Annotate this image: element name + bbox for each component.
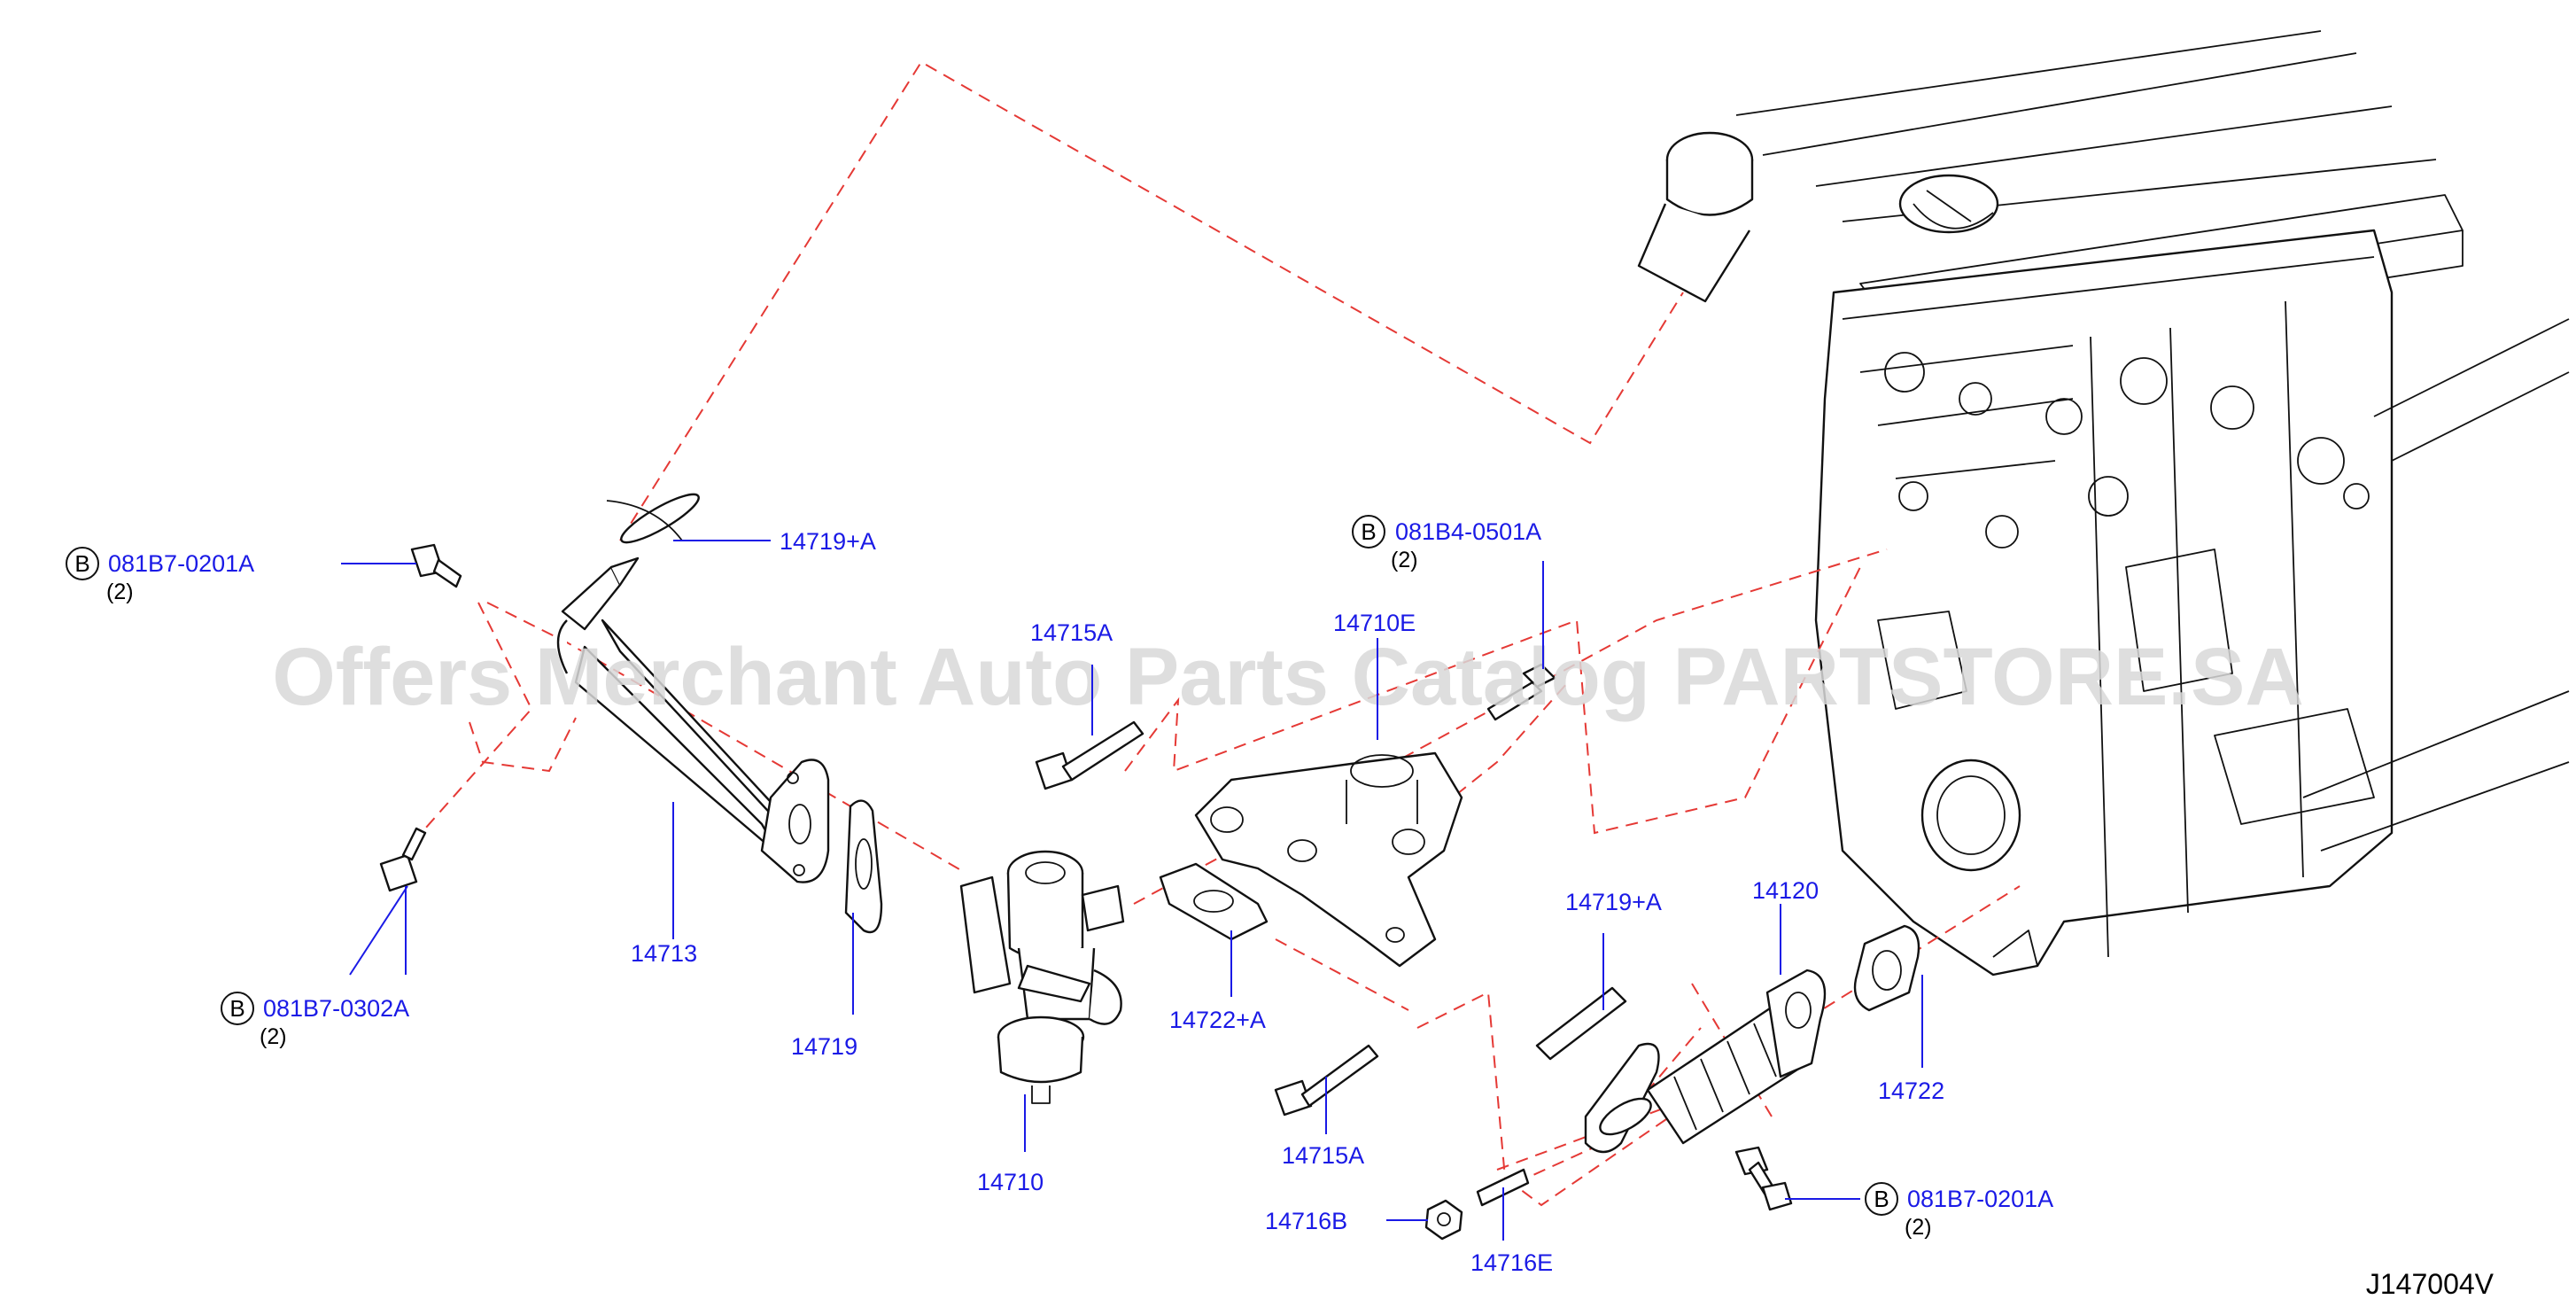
bolt-ref-code: 081B4-0501A <box>1395 518 1541 545</box>
badge-b-icon <box>221 992 254 1025</box>
bolt-left-bottom-drawing <box>379 827 427 892</box>
part-label-14710e[interactable]: 14710E <box>1333 610 1416 636</box>
badge-letter: B <box>1361 518 1376 545</box>
part-label-14719[interactable]: 14719 <box>791 1033 857 1060</box>
part-label-14722a[interactable]: 14722+A <box>1169 1007 1266 1033</box>
egr-valve-14710-drawing <box>959 850 1125 1104</box>
bracket-14710e-drawing <box>1194 751 1463 968</box>
badge-letter: B <box>1874 1186 1889 1212</box>
bolt-left-top-drawing <box>410 543 462 588</box>
bolt-ref-qty: (2) <box>1391 548 1418 572</box>
egr-cooler-14120-drawing <box>1584 969 1827 1154</box>
gasket-14719a-top-drawing <box>606 500 683 541</box>
bolt-ref-qty: (2) <box>260 1024 287 1049</box>
bolt-ref-code: 081B7-0201A <box>1907 1186 2053 1212</box>
leader-lines <box>341 540 1923 1241</box>
bolt-ref-1[interactable]: B 081B7-0201A (2) <box>66 547 254 604</box>
part-label-14716b[interactable]: 14716B <box>1265 1208 1347 1234</box>
part-label-14710[interactable]: 14710 <box>977 1169 1044 1195</box>
badge-letter: B <box>74 550 89 577</box>
bolt-right-bottom-drawing <box>1734 1146 1793 1211</box>
bolt-ref-4[interactable]: B 081B7-0201A (2) <box>1865 1182 2053 1240</box>
engine-block-drawing <box>1637 30 2570 977</box>
gasket-14722-drawing <box>1853 924 1920 1012</box>
gasket-14719a-right-drawing <box>1535 986 1627 1061</box>
bolt-ref-2[interactable]: B 081B7-0302A (2) <box>221 992 409 1049</box>
part-label-14715a-top[interactable]: 14715A <box>1030 619 1113 646</box>
diagram-code: J147004V <box>2366 1268 2495 1300</box>
bolt-ref-3[interactable]: B 081B4-0501A (2) <box>1352 515 1541 572</box>
part-label-14716e[interactable]: 14716E <box>1470 1249 1553 1276</box>
bolt-ref-code: 081B7-0302A <box>263 995 409 1022</box>
gasket-14722a-drawing <box>1159 862 1269 941</box>
bolt-14715a-top-drawing <box>1035 720 1144 790</box>
badge-b-icon <box>1352 515 1385 549</box>
badge-letter: B <box>229 995 244 1022</box>
part-label-14719a-top[interactable]: 14719+A <box>780 528 876 555</box>
gasket-14719-drawing <box>844 799 883 934</box>
bolt-ref-code: 081B7-0201A <box>108 550 254 577</box>
bolt-ref-qty: (2) <box>1905 1215 1932 1240</box>
watermark-text: Offers Merchant Auto Parts Catalog PARTS… <box>272 632 2304 722</box>
bolt-14715a-bottom-drawing <box>1274 1044 1379 1117</box>
part-label-14120[interactable]: 14120 <box>1752 877 1819 904</box>
nut-14716b-drawing <box>1424 1199 1463 1241</box>
bolt-top-right-drawing <box>1486 663 1556 721</box>
part-label-14719a-right[interactable]: 14719+A <box>1565 889 1662 915</box>
egr-tube-14713-drawing <box>556 493 830 883</box>
bolt-ref-qty: (2) <box>106 580 134 604</box>
part-label-14713[interactable]: 14713 <box>631 940 697 967</box>
part-label-14722[interactable]: 14722 <box>1878 1078 1944 1104</box>
part-label-14715a-bottom[interactable]: 14715A <box>1282 1142 1364 1169</box>
badge-b-icon <box>66 547 99 580</box>
badge-b-icon <box>1865 1182 1898 1216</box>
